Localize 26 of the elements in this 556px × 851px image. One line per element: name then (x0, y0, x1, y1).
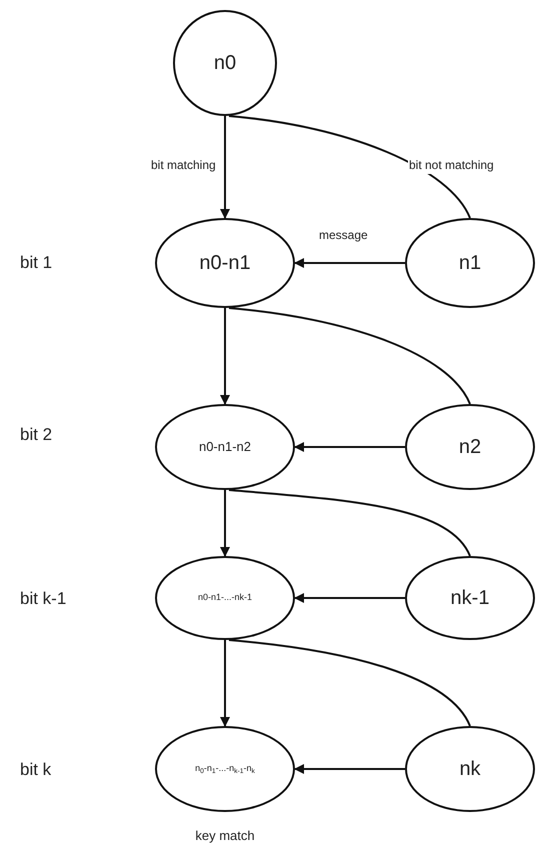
arrow (220, 640, 230, 727)
node-label: n$_{0}$-n$_{1}$-...-n$_{k-1}$-n$_{k}$ (195, 762, 255, 776)
node-label: n1 (458, 251, 482, 276)
connector-line (228, 489, 471, 556)
connector-line (228, 115, 471, 218)
arrow (220, 308, 230, 405)
row-label: bit 1 (20, 252, 52, 274)
node-label: n2 (458, 435, 482, 460)
arrow (294, 258, 405, 268)
arrow (294, 764, 405, 774)
row-label: bit 2 (20, 424, 52, 446)
row-label: bit k-1 (20, 588, 66, 610)
node-label: n0-n1-...-nk-1 (198, 591, 252, 604)
row-label: bit k (20, 759, 52, 781)
arrow (220, 116, 230, 219)
node-label: n0-n1-n2 (198, 438, 252, 456)
node-caption: key match (194, 827, 256, 845)
arrow (294, 593, 405, 603)
arrow (220, 490, 230, 557)
node-label: nk-1 (450, 586, 490, 611)
connector-line (228, 307, 471, 404)
arrow (294, 442, 405, 452)
connector-line (228, 639, 471, 726)
node-label: nk (459, 757, 481, 782)
node-label: n0-n1 (199, 251, 251, 276)
node-label: n0 (214, 51, 236, 76)
